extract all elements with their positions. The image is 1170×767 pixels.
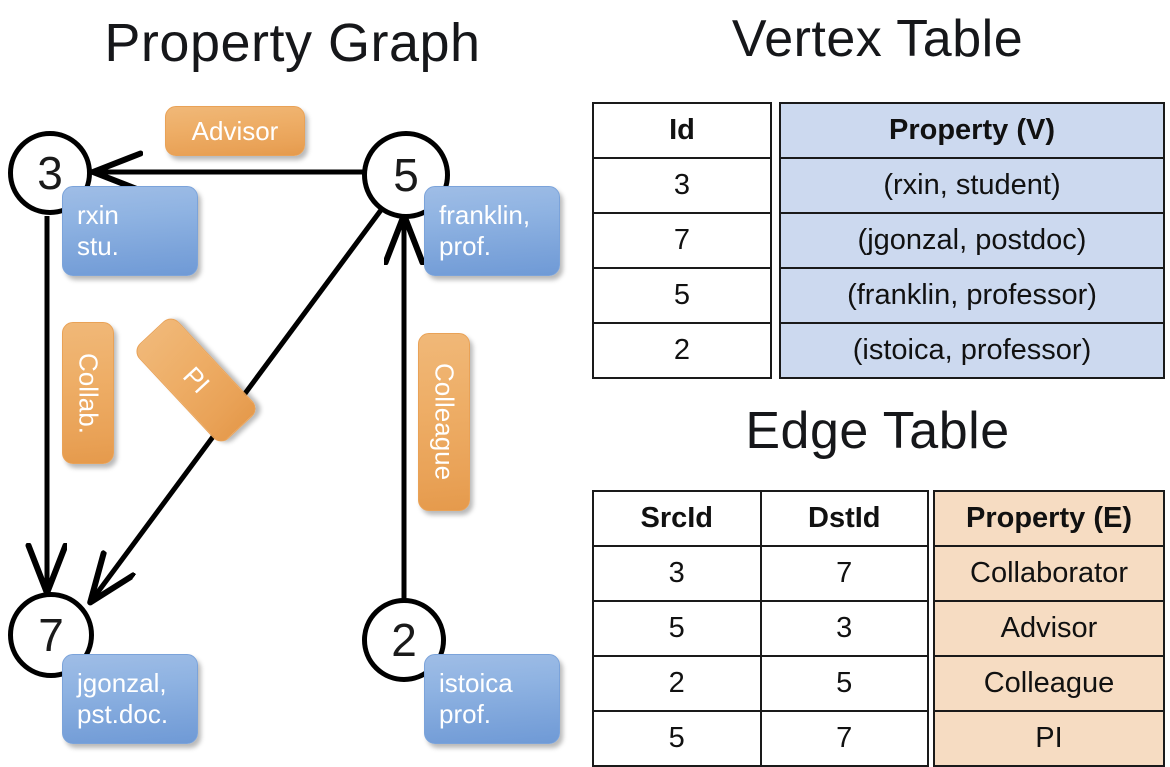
vertex-property-line: istoica [439, 668, 513, 698]
vertex-property-line: jgonzal, [77, 668, 167, 698]
edge-table-property-column: Property (E) Collaborator Advisor Collea… [933, 490, 1165, 767]
cell-src-id: 3 [592, 545, 762, 602]
column-header-dstid: DstId [759, 490, 929, 547]
page-title-property-graph: Property Graph [104, 13, 481, 73]
table-header-row: Property (E) [933, 490, 1165, 547]
cell-vertex-id: 3 [592, 157, 772, 214]
vertex-property-line: prof. [439, 231, 492, 261]
table-header-row: Property (V) [779, 102, 1165, 159]
cell-vertex-property: (rxin, student) [779, 157, 1165, 214]
edge-label-text: Advisor [191, 115, 279, 146]
table-row: 7 [592, 212, 772, 269]
vertex-property-box-7[interactable]: jgonzal, pst.doc. [62, 654, 198, 744]
vertex-property-line: rxin [77, 200, 119, 230]
cell-vertex-property: (istoica, professor) [779, 322, 1165, 379]
edge-label-advisor[interactable]: Advisor [165, 106, 305, 156]
vertex-table-property-column: Property (V) (rxin, student) (jgonzal, p… [779, 102, 1165, 379]
edge-label-collab[interactable]: Collab. [62, 322, 114, 464]
cell-src-id: 5 [592, 600, 762, 657]
page-title-vertex-table: Vertex Table [731, 10, 1024, 68]
table-row: 5 3 [592, 600, 929, 657]
cell-edge-property: PI [933, 710, 1165, 767]
table-row: (jgonzal, postdoc) [779, 212, 1165, 269]
table-header-row: SrcId DstId [592, 490, 929, 547]
cell-edge-property: Collaborator [933, 545, 1165, 602]
column-header-property-v: Property (V) [779, 102, 1165, 159]
cell-dst-id: 7 [759, 545, 929, 602]
table-row: 2 [592, 322, 772, 379]
vertex-property-box-3[interactable]: rxin stu. [62, 186, 198, 276]
edge-table-src-dst-columns: SrcId DstId 3 7 5 3 2 5 5 7 [592, 490, 929, 767]
table-row: PI [933, 710, 1165, 767]
table-row: 2 5 [592, 655, 929, 712]
column-header-srcid: SrcId [592, 490, 762, 547]
vertex-property-line: pst.doc. [77, 699, 169, 729]
table-row: Colleague [933, 655, 1165, 712]
table-row: 3 7 [592, 545, 929, 602]
cell-dst-id: 7 [759, 710, 929, 767]
table-row: (rxin, student) [779, 157, 1165, 214]
vertex-property-line: franklin, [439, 200, 531, 230]
vertex-property-line: prof. [439, 699, 492, 729]
cell-dst-id: 5 [759, 655, 929, 712]
cell-vertex-property: (jgonzal, postdoc) [779, 212, 1165, 269]
cell-src-id: 2 [592, 655, 762, 712]
property-graph-diagram: 3 5 7 2 rxin stu. franklin, prof. jgonza… [0, 0, 585, 760]
table-row: (istoica, professor) [779, 322, 1165, 379]
cell-vertex-id: 5 [592, 267, 772, 324]
table-row: 3 [592, 157, 772, 214]
cell-vertex-property: (franklin, professor) [779, 267, 1165, 324]
cell-edge-property: Advisor [933, 600, 1165, 657]
edge-label-text: Collab. [73, 352, 104, 434]
vertex-table-id-column: Id 3 7 5 2 [592, 102, 772, 379]
graph-node-2[interactable]: 2 [362, 598, 446, 682]
table-header-row: Id [592, 102, 772, 159]
column-header-id: Id [592, 102, 772, 159]
vertex-property-box-2[interactable]: istoica prof. [424, 654, 560, 744]
page-title-edge-table: Edge Table [745, 402, 1010, 460]
edge-label-colleague[interactable]: Colleague [418, 333, 470, 511]
column-header-property-e: Property (E) [933, 490, 1165, 547]
cell-src-id: 5 [592, 710, 762, 767]
table-row: Advisor [933, 600, 1165, 657]
vertex-property-line: stu. [77, 231, 119, 261]
cell-vertex-id: 2 [592, 322, 772, 379]
cell-dst-id: 3 [759, 600, 929, 657]
vertex-property-box-5[interactable]: franklin, prof. [424, 186, 560, 276]
edge-label-text: PI [177, 360, 216, 399]
cell-vertex-id: 7 [592, 212, 772, 269]
table-row: (franklin, professor) [779, 267, 1165, 324]
table-row: Collaborator [933, 545, 1165, 602]
table-row: 5 [592, 267, 772, 324]
table-row: 5 7 [592, 710, 929, 767]
cell-edge-property: Colleague [933, 655, 1165, 712]
edge-label-text: Colleague [429, 363, 460, 481]
